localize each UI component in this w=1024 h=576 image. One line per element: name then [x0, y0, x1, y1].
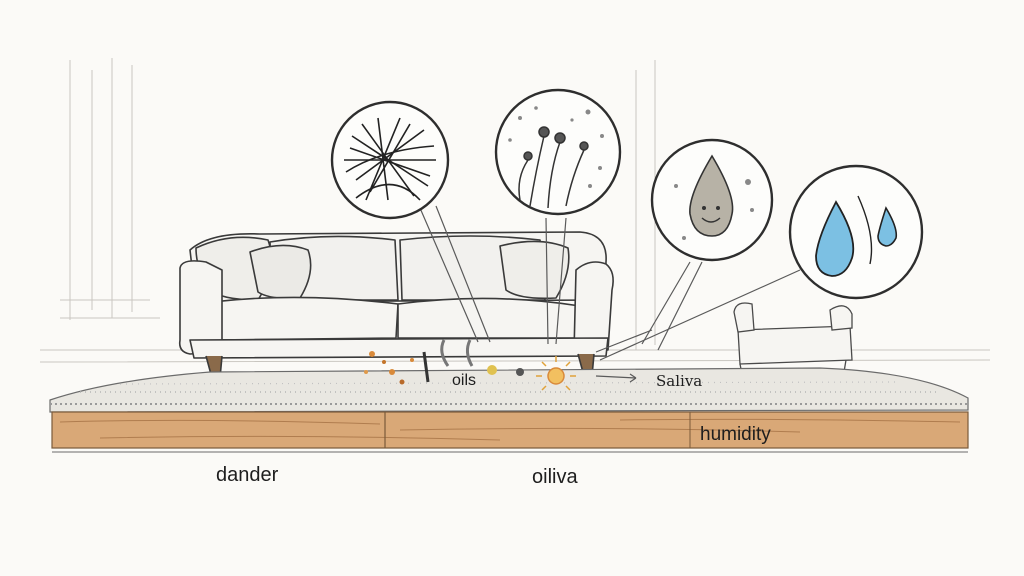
- water-drops-icon: [788, 164, 924, 300]
- fibers-tangle-icon: [330, 100, 450, 220]
- saliva-drop-icon: [650, 138, 774, 262]
- burst-spot: [536, 356, 576, 391]
- wood-floor: [51, 411, 969, 453]
- armchair: [733, 302, 853, 385]
- label-humidity: humidity: [700, 424, 771, 445]
- dander-specks: [364, 339, 524, 385]
- label-oiliva: oiliva: [532, 466, 578, 488]
- label-saliva: Saliva: [656, 372, 703, 390]
- rug: [49, 367, 969, 413]
- label-dander: dander: [216, 464, 279, 486]
- pointer-lines: [419, 205, 801, 383]
- mold-spores-icon: [494, 88, 622, 216]
- sofa: [178, 231, 614, 379]
- label-oils: oils: [452, 372, 477, 389]
